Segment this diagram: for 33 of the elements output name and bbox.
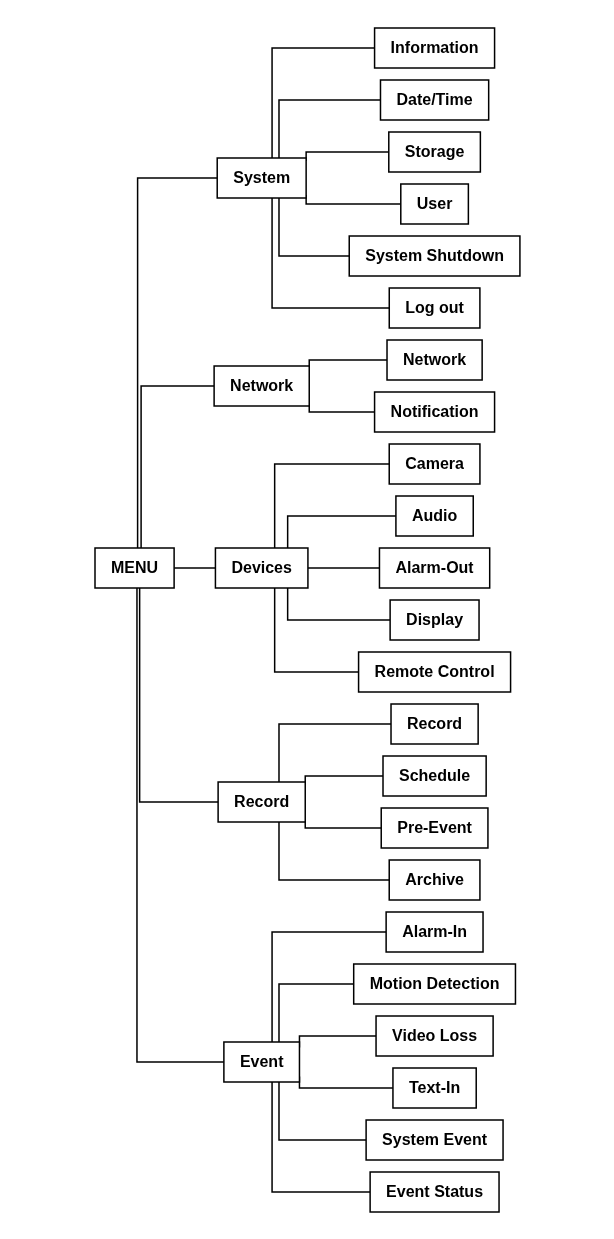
node-box: Date/Time [379,78,489,121]
node-box: User [399,182,469,225]
node-box: System Shutdown [348,234,521,277]
node-box: Archive [388,858,481,901]
node-box: Audio [394,494,474,537]
node-box: System [216,156,307,199]
node-box: Pre-Event [380,806,489,849]
node-box: Video Loss [374,1014,494,1057]
connector [277,98,381,159]
node-box: Text-In [391,1066,477,1109]
node-box: Camera [388,442,481,485]
node-box: Log out [388,286,481,329]
node-box: Motion Detection [352,962,516,1005]
connector [277,982,354,1043]
node-box: Network [212,364,310,407]
node-box: Notification [373,390,495,433]
node-box: MENU [93,546,175,589]
node-box: Record [389,702,479,745]
node-box: Record [216,780,306,823]
node-box: Event [222,1040,300,1083]
node-box: Storage [387,130,481,173]
node-box: Information [373,26,495,69]
connector [273,586,359,673]
node-box: Network [385,338,483,381]
node-box: Alarm-In [384,910,484,953]
node-box: Schedule [381,754,487,797]
node-box: System Event [364,1118,504,1161]
node-box: Devices [214,546,309,589]
node-box: Event Status [368,1170,500,1213]
node-box: Remote Control [357,650,511,693]
node-box: Display [388,598,480,641]
connector [270,46,375,159]
node-box: Alarm-Out [378,546,490,589]
